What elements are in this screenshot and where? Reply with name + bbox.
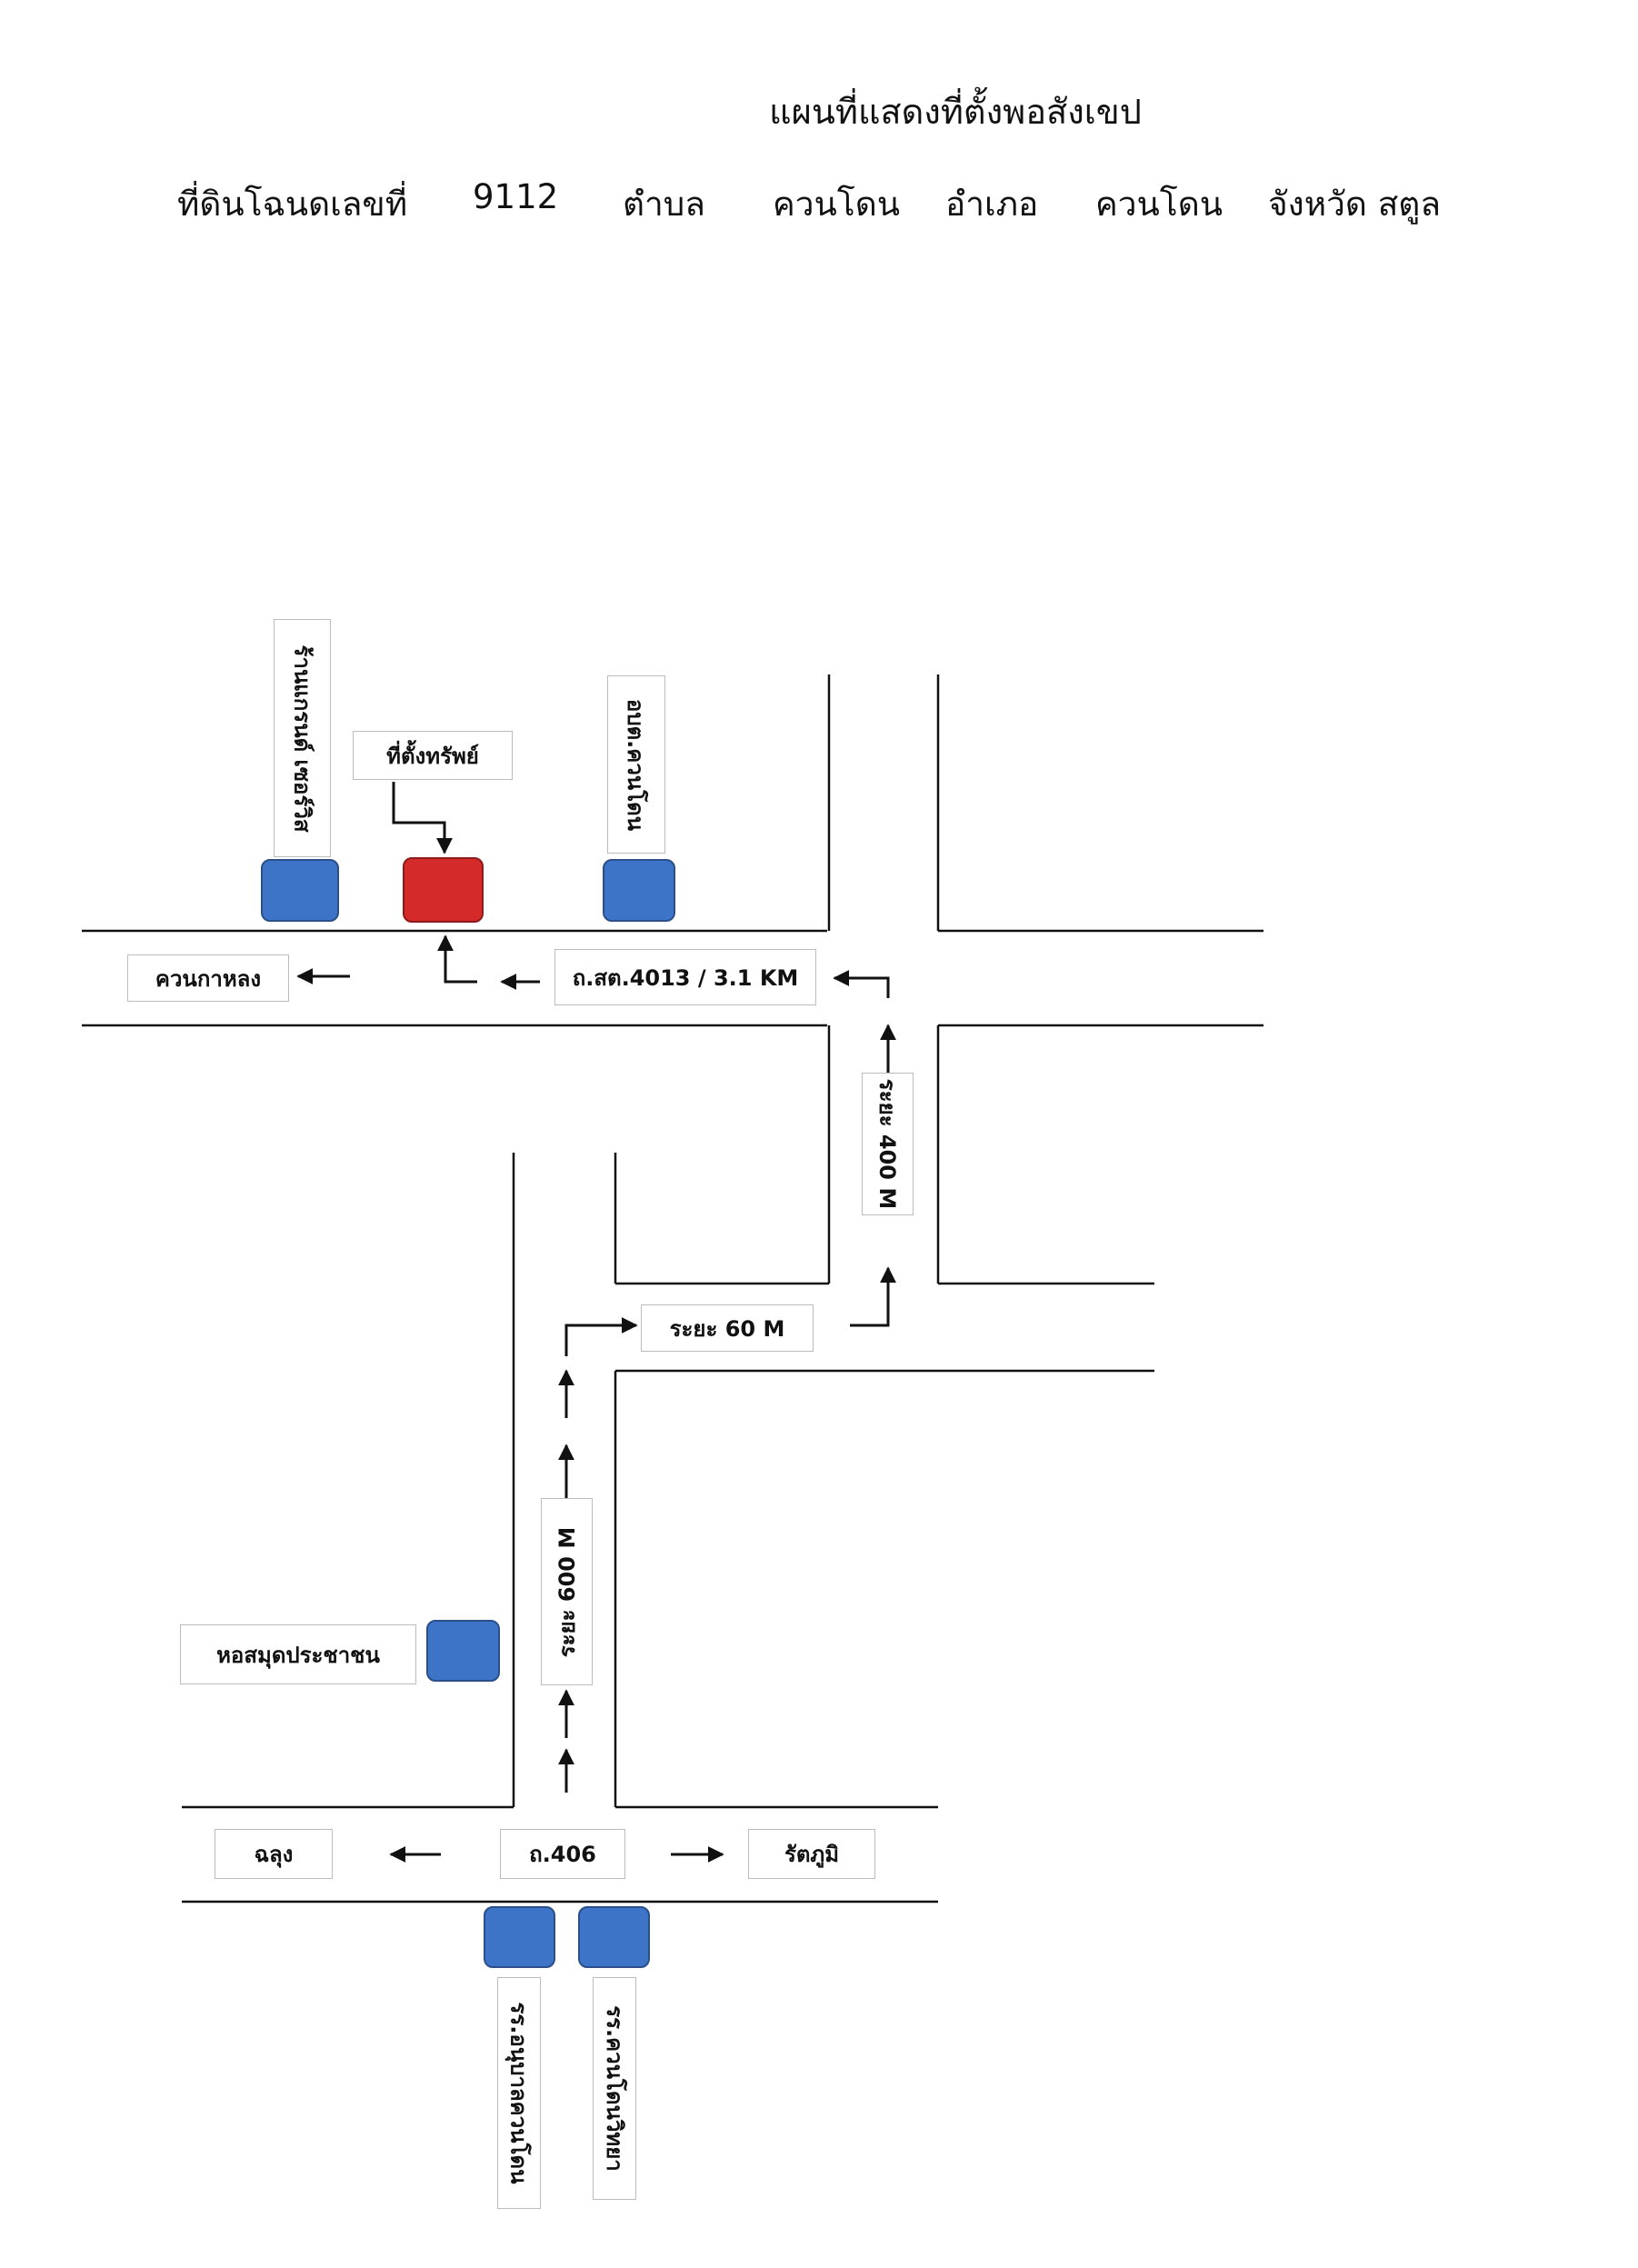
route-arrow-10 xyxy=(437,934,477,984)
deed-label: ที่ดินโฉนดเลขที่ xyxy=(177,185,408,224)
province: จังหวัด สตูล xyxy=(1268,185,1441,224)
road-4013-label: ถ.สต.4013 / 3.1 KM xyxy=(554,949,816,1005)
route-arrow-6 xyxy=(850,1266,896,1327)
school1-marker xyxy=(484,1906,555,1968)
school1-label: รร.อนุบาลควนโดน xyxy=(505,2002,532,2184)
property-pointer-arrow xyxy=(392,782,453,854)
school1-label-box: รร.อนุบาลควนโดน xyxy=(497,1977,541,2209)
sao-label-box: อบต.ควนโดน xyxy=(607,675,665,854)
route-arrow-5 xyxy=(564,1317,638,1356)
route-arrow-8 xyxy=(833,970,890,998)
library-marker xyxy=(426,1620,500,1682)
shop-label-box: ร้านแกรนด์ เซอร์วิส xyxy=(274,619,331,857)
tambon-label: ตำบล xyxy=(623,185,705,224)
school2-label-box: รร.ควนโดนวิทยา xyxy=(593,1977,636,2200)
deed-number: 9112 xyxy=(473,177,559,216)
shop-label: ร้านแกรนด์ เซอร์วิส xyxy=(289,644,315,832)
property-marker xyxy=(403,857,484,923)
dist-600-label: ระยะ 600 M xyxy=(554,1526,580,1657)
dist-60-label: ระยะ 60 M xyxy=(641,1304,814,1352)
sao-label: อบต.ควนโดน xyxy=(623,698,649,831)
amphoe-label: อำเภอ xyxy=(945,185,1039,224)
dist-400-label-box: ระยะ 400 M xyxy=(862,1073,914,1215)
rattaphum-label: รัตภูมิ xyxy=(748,1829,875,1879)
chalung-label: ฉลุง xyxy=(215,1829,333,1879)
school2-label: รร.ควนโดนวิทยา xyxy=(601,2005,627,2172)
tambon-value: ควนโดน xyxy=(773,185,901,224)
shop-marker xyxy=(261,859,339,922)
dist-400-label: ระยะ 400 M xyxy=(874,1078,900,1210)
library-label: หอสมุดประชาชน xyxy=(180,1624,416,1684)
kuan-kalong-label: ควนกาหลง xyxy=(127,954,289,1002)
sao-marker xyxy=(603,859,675,922)
school2-marker xyxy=(578,1906,650,1968)
dist-600-label-box: ระยะ 600 M xyxy=(541,1498,593,1685)
amphoe-value: ควนโดน xyxy=(1095,185,1224,224)
road-406-label: ถ.406 xyxy=(500,1829,625,1879)
map-title: แผนที่แสดงที่ตั้งพอสังเขป xyxy=(769,92,1142,132)
property-label: ที่ตั้งทรัพย์ xyxy=(353,731,513,780)
